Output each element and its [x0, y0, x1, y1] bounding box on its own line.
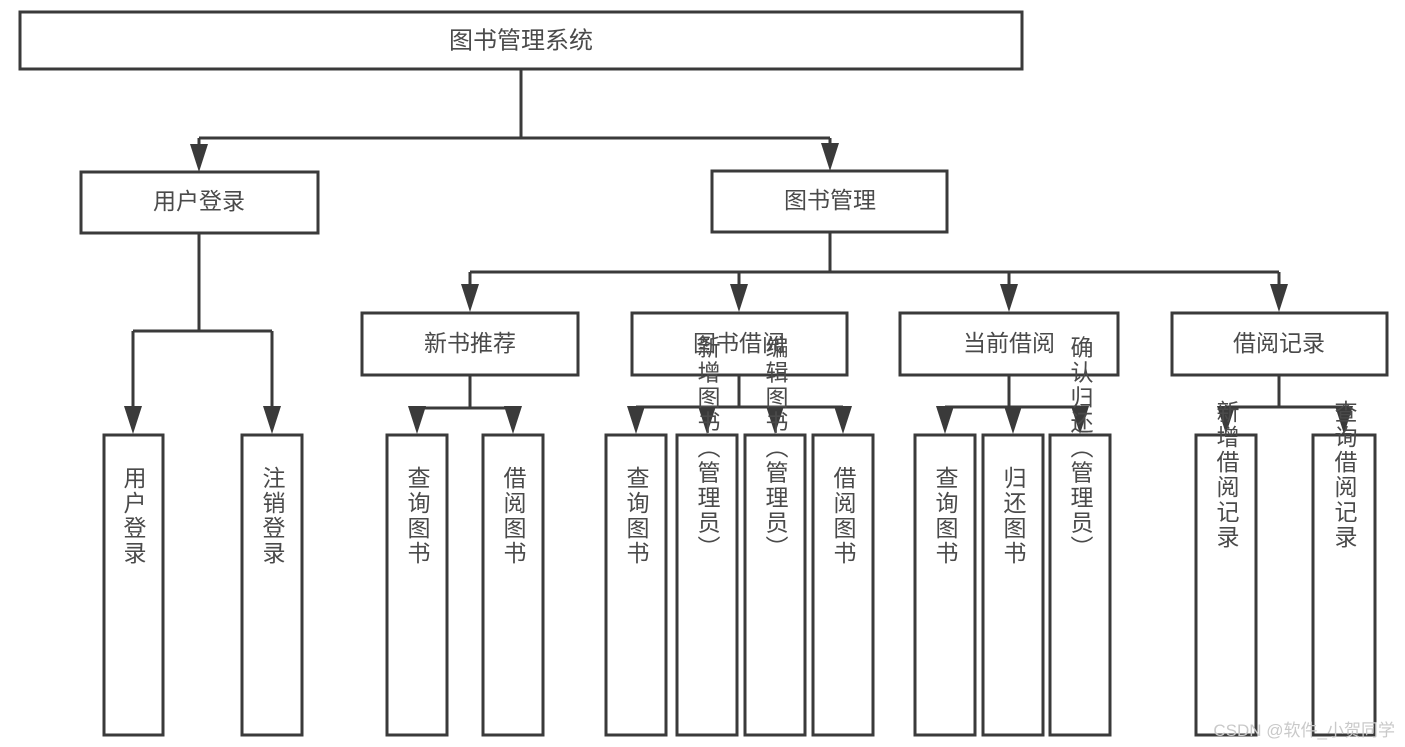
leaf-query-book-2-label: 查询图书	[623, 466, 650, 566]
connector-layer	[124, 69, 1353, 434]
leaf-add-borrow-record[interactable]: 新增借阅记录	[1194, 400, 1258, 737]
leaf-add-book-box[interactable]	[675, 433, 739, 737]
leaf-confirm-return[interactable]: 确认归还（管理员）	[1048, 336, 1112, 737]
leaf-edit-book-label: 编辑图书（管理员）	[762, 336, 789, 561]
node-user-login[interactable]: 用户登录	[79, 170, 320, 235]
arrow-to-leaf-borrow-book-1	[504, 406, 522, 434]
leaf-query-book-1-box[interactable]	[385, 433, 449, 737]
node-new-book-recommend[interactable]: 新书推荐	[360, 311, 580, 377]
node-book-borrow-label: 图书借阅	[693, 330, 785, 356]
arrow-to-leaf-query-book-2	[627, 406, 645, 434]
node-book-management[interactable]: 图书管理	[710, 169, 949, 234]
leaf-query-book-1[interactable]: 查询图书	[385, 433, 449, 737]
leaf-add-book-label: 新增图书（管理员）	[694, 336, 721, 561]
node-user-login-label: 用户登录	[153, 188, 245, 214]
connector-root-bus	[197, 69, 832, 156]
connector-book-management-bus	[468, 232, 1281, 292]
arrow-to-leaf-query-book-1	[408, 406, 426, 434]
arrow-to-current-borrow	[1000, 284, 1018, 312]
leaf-return-book-box[interactable]	[981, 433, 1045, 737]
connector-book-borrow-bus	[634, 375, 845, 413]
node-root[interactable]: 图书管理系统	[18, 10, 1024, 71]
connector-new-book-recommend-bus	[415, 375, 515, 414]
node-borrow-record-label: 借阅记录	[1233, 330, 1325, 356]
leaf-return-book[interactable]: 归还图书	[981, 433, 1045, 737]
arrow-to-leaf-edit-book	[766, 406, 784, 434]
arrow-to-leaf-query-borrow-record	[1335, 406, 1353, 434]
node-book-management-box[interactable]	[710, 169, 949, 234]
leaf-query-book-3-box[interactable]	[913, 433, 977, 737]
leaf-add-book[interactable]: 新增图书（管理员）	[675, 336, 739, 737]
leaf-edit-book[interactable]: 编辑图书（管理员）	[743, 336, 807, 737]
leaf-user-login-box[interactable]	[102, 433, 165, 737]
node-root-box[interactable]	[18, 10, 1024, 71]
node-book-borrow-box[interactable]	[630, 311, 849, 377]
node-root-label: 图书管理系统	[449, 27, 593, 54]
arrow-to-leaf-user-logout	[263, 406, 281, 434]
node-book-borrow[interactable]: 图书借阅	[630, 311, 849, 377]
node-user-login-box[interactable]	[79, 170, 320, 235]
leaf-confirm-return-box[interactable]	[1048, 433, 1112, 737]
leaf-borrow-book-1-box[interactable]	[481, 433, 545, 737]
node-current-borrow-box[interactable]	[898, 311, 1120, 377]
leaf-add-borrow-record-box[interactable]	[1194, 433, 1258, 737]
node-borrow-record-box[interactable]	[1170, 311, 1389, 377]
arrow-to-new-book-recommend	[461, 284, 479, 312]
leaf-query-borrow-record-box[interactable]	[1311, 433, 1377, 737]
arrow-to-user-login	[190, 144, 208, 172]
leaf-borrow-book-2-label: 借阅图书	[830, 466, 857, 566]
leaf-user-logout-label: 注销登录	[259, 466, 286, 566]
node-borrow-record[interactable]: 借阅记录	[1170, 311, 1389, 377]
arrow-to-book-borrow	[730, 284, 748, 312]
node-new-book-recommend-box[interactable]	[360, 311, 580, 377]
leaf-user-login-label: 用户登录	[120, 466, 147, 566]
arrow-to-leaf-confirm-return	[1071, 406, 1089, 434]
node-book-management-label: 图书管理	[784, 187, 876, 213]
arrow-to-leaf-query-book-3	[936, 406, 954, 434]
leaf-confirm-return-label: 确认归还（管理员）	[1067, 336, 1094, 561]
leaf-query-book-1-label: 查询图书	[404, 466, 431, 566]
leaf-borrow-book-1-label: 借阅图书	[500, 466, 527, 566]
leaf-query-borrow-record[interactable]: 查询借阅记录	[1311, 400, 1377, 737]
arrow-to-leaf-add-book	[698, 406, 716, 434]
leaf-query-book-2[interactable]: 查询图书	[604, 433, 668, 737]
leaf-query-book-3-label: 查询图书	[932, 466, 959, 566]
leaf-borrow-book-2[interactable]: 借阅图书	[811, 433, 875, 737]
leaf-return-book-label: 归还图书	[1000, 466, 1027, 566]
node-current-borrow-label: 当前借阅	[963, 330, 1055, 356]
leaf-borrow-book-2-box[interactable]	[811, 433, 875, 737]
leaf-user-login[interactable]: 用户登录	[102, 433, 165, 737]
arrow-to-book-management	[821, 143, 839, 171]
leaf-query-borrow-record-label: 查询借阅记录	[1331, 400, 1358, 550]
arrow-to-leaf-borrow-book-2	[834, 406, 852, 434]
leaf-query-book-2-box[interactable]	[604, 433, 668, 737]
arrow-to-leaf-return-book	[1004, 406, 1022, 434]
connector-borrow-record-bus	[1224, 375, 1346, 413]
leaf-query-book-3[interactable]: 查询图书	[913, 433, 977, 737]
arrow-to-leaf-user-login	[124, 406, 142, 434]
arrow-to-borrow-record	[1270, 284, 1288, 312]
arrow-to-leaf-add-borrow-record	[1217, 406, 1235, 434]
leaf-add-borrow-record-label: 新增借阅记录	[1213, 400, 1240, 550]
connector-user-login-bus	[131, 233, 274, 412]
leaf-borrow-book-1[interactable]: 借阅图书	[481, 433, 545, 737]
leaf-edit-book-box[interactable]	[743, 433, 807, 737]
leaf-user-logout-box[interactable]	[240, 433, 304, 737]
node-current-borrow[interactable]: 当前借阅	[898, 311, 1120, 377]
leaf-user-logout[interactable]: 注销登录	[240, 433, 304, 737]
node-new-book-recommend-label: 新书推荐	[424, 330, 516, 356]
